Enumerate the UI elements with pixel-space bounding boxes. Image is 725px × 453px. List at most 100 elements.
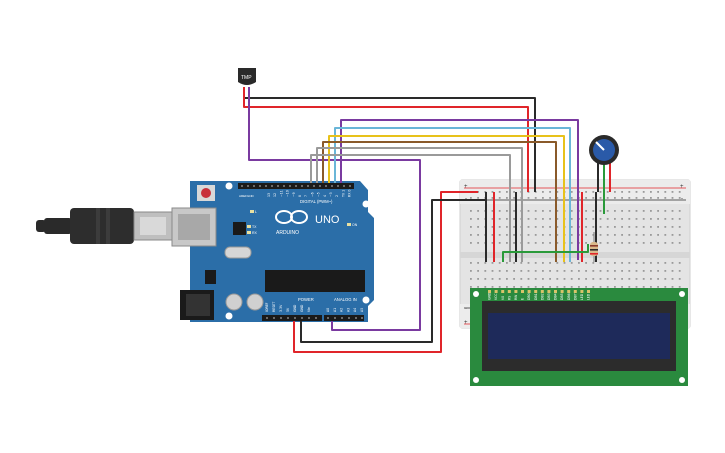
aref-label: AREF — [239, 194, 247, 198]
lcd-pin[interactable] — [514, 290, 518, 293]
wire-gnd — [300, 199, 486, 343]
digital-pin-label: ~5 — [317, 192, 321, 197]
lcd-pin-label: DB6 — [567, 293, 571, 300]
analog-pin-label: A1 — [333, 308, 337, 312]
lcd-pin-label: LED — [580, 293, 584, 300]
wire-sensor-gnd — [243, 87, 536, 192]
digital-pin-label: 13 — [267, 193, 271, 197]
digital-pin-label: ~3 — [329, 192, 333, 197]
lcd-pin-label: DB2 — [540, 293, 544, 300]
wire-lcd-rs — [310, 154, 511, 262]
lcd-pin[interactable] — [580, 290, 584, 293]
analog-pin-label: A2 — [340, 308, 344, 312]
lcd-pin[interactable] — [494, 290, 498, 293]
lcd-pin-label: RS — [507, 296, 511, 300]
wire-lcd-e — [316, 147, 523, 262]
usb-cable — [36, 208, 173, 244]
sensor-label: TMP — [241, 75, 252, 81]
wire-sensor-vcc — [243, 87, 529, 192]
digital-header-label: DIGITAL (PWM~) — [300, 199, 333, 204]
lcd-pin-label: E — [521, 298, 525, 300]
lcd-pin[interactable] — [501, 290, 505, 293]
digital-pin-label: 2 — [335, 195, 339, 197]
lcd-pin-label: LED — [587, 293, 591, 300]
rx-led-label: RX — [252, 231, 258, 235]
digital-pin-label: 7 — [304, 195, 308, 197]
rail-plus-bottom-label: + — [464, 320, 468, 326]
analog-pin-label: A5 — [360, 308, 364, 312]
arduino-logo — [275, 210, 308, 224]
rail-plus-top-label: + — [464, 184, 468, 190]
lcd-pin-label: DB3 — [547, 293, 551, 300]
power-header-label: POWER — [298, 297, 314, 302]
digital-pin-label: 4 — [323, 195, 327, 197]
wire-lcd-db5 — [328, 135, 565, 262]
analog-pin-label: A4 — [353, 308, 357, 312]
arduino-uno-board[interactable]: ARDUINO UNO DIGITAL (PWM~) POWER ANALOG … — [171, 181, 374, 322]
wire-lcd-db4 — [322, 141, 557, 262]
rail-minus-top-right-label: - — [681, 196, 683, 202]
lcd-pin-label: DB4 — [554, 293, 558, 300]
digital-pin-label: ~11 — [279, 190, 283, 197]
digital-pin-label: RX 0 — [348, 190, 352, 197]
tx-led-label: TX — [252, 225, 257, 229]
wires — [243, 87, 611, 353]
microcontroller-chip — [265, 270, 365, 292]
wire-5v — [293, 191, 478, 353]
temperature-sensor[interactable]: TMP — [238, 68, 256, 85]
resistor[interactable] — [590, 232, 598, 262]
lcd-pin[interactable] — [587, 290, 590, 293]
power-pin-label: RESET — [272, 302, 276, 312]
lcd-pin[interactable] — [527, 290, 531, 293]
power-header[interactable] — [262, 315, 322, 321]
lcd-pin[interactable] — [534, 290, 538, 293]
lcd-pin-label: GND — [488, 292, 492, 300]
analog-header-label: ANALOG IN — [334, 297, 357, 302]
lcd-pin[interactable] — [560, 290, 564, 293]
wire-lcd-db7 — [340, 119, 579, 260]
gnd-pin-label: GND — [247, 194, 255, 198]
lcd-pin[interactable] — [547, 290, 551, 293]
lcd-pin[interactable] — [567, 290, 571, 293]
lcd-pin-label: DB0 — [527, 293, 531, 300]
digital-pin-label: 12 — [273, 193, 277, 197]
lcd-pin-label: V0 — [501, 296, 505, 300]
power-pin-label: Vin — [307, 307, 311, 312]
power-pin-label: GND — [293, 304, 297, 312]
l-led-label: L — [255, 210, 257, 214]
lcd-pin[interactable] — [488, 290, 491, 293]
rail-plus-top-right-label: + — [680, 184, 684, 190]
digital-pin-label: 8 — [298, 195, 302, 197]
lcd-pin-label: DB7 — [573, 293, 577, 300]
lcd-pin[interactable] — [507, 290, 511, 293]
analog-pin-label: A3 — [346, 308, 350, 312]
lcd-pin[interactable] — [540, 290, 544, 293]
potentiometer[interactable] — [589, 135, 619, 165]
lcd-pin-label: DB1 — [534, 293, 538, 300]
arduino-model-label: UNO — [315, 214, 340, 226]
lcd-pin[interactable] — [573, 290, 577, 293]
power-pin-label: GND — [300, 304, 304, 312]
power-pin-label: 5V — [286, 307, 290, 312]
lcd-pin-label: VCC — [494, 293, 498, 300]
on-led-label: ON — [352, 223, 358, 227]
lcd-pin[interactable] — [521, 290, 524, 293]
digital-pin-label: TX 1 — [341, 190, 345, 198]
wire-sensor-signal — [248, 87, 421, 331]
analog-header[interactable] — [324, 315, 364, 321]
digital-pin-label: ~6 — [310, 192, 314, 197]
lcd-pin[interactable] — [554, 290, 557, 293]
power-pin-label: IOREF — [265, 302, 269, 312]
analog-pin-label: A0 — [326, 308, 330, 312]
power-pin-label: 3.3V — [279, 304, 283, 312]
digital-pin-label: ~10 — [286, 190, 290, 197]
lcd-pin-label: RW — [514, 294, 518, 300]
wire-contrast — [502, 244, 589, 262]
arduino-brand-label: ARDUINO — [276, 230, 299, 236]
